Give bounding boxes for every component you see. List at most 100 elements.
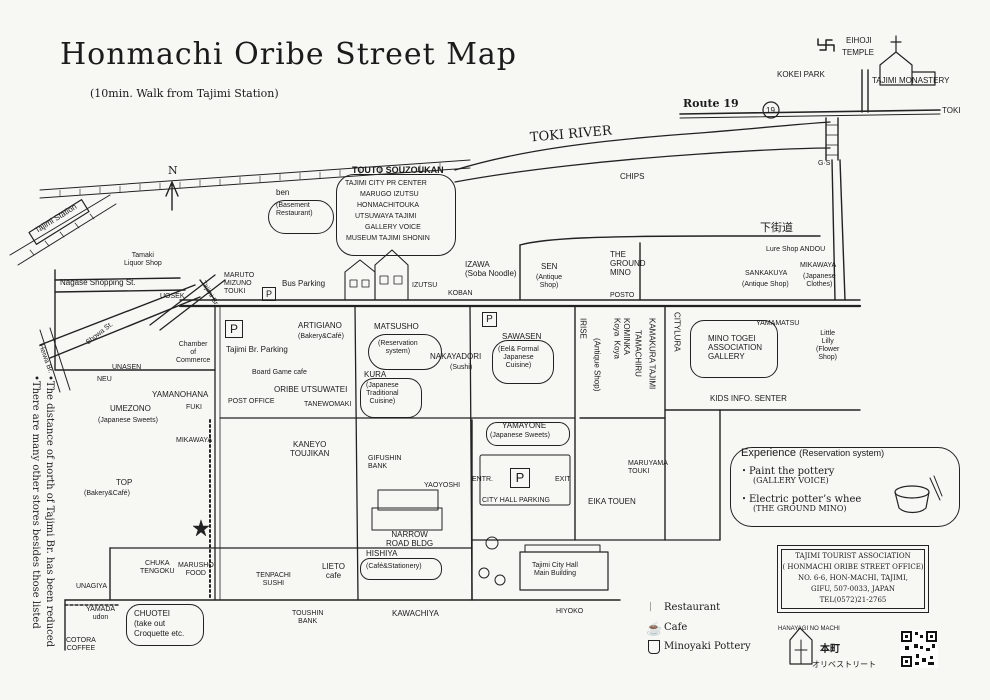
legend-pottery: Minoyaki Pottery	[664, 641, 751, 652]
map-title: Honmachi Oribe Street Map	[60, 37, 518, 72]
ben-bubble	[268, 200, 334, 234]
monastery-label: TAJIMI MONASTERY	[872, 76, 950, 85]
nagase-street	[54, 277, 181, 281]
qr-code-icon[interactable]	[900, 630, 938, 668]
route-19-road	[679, 109, 941, 115]
map-subtitle: (10min. Walk from Tajimi Station)	[90, 87, 279, 100]
note-line-1: •The distance of north of Tajimi Br. has…	[44, 375, 55, 648]
gifushin-label: GIFUSHIN BANK	[368, 455, 402, 471]
parking-icon: P	[510, 468, 530, 488]
kura-sub: (Japanese Traditional Cuisine)	[366, 382, 399, 406]
umezono-label: UMEZONO	[110, 404, 151, 413]
yamayone-sub: (Japanese Sweets)	[490, 432, 550, 439]
city-hall-parking-label: CITY HALL PARKING	[482, 497, 550, 504]
koban-label: KOBAN	[448, 290, 473, 297]
yamayone-label: YAMAYONE	[502, 421, 547, 430]
east-bridge	[825, 117, 839, 161]
touto-title: TOUTO SOUZOUKAN	[352, 165, 444, 175]
matsusho-sub: (Reservation system)	[378, 340, 418, 356]
uosek-label: UOSEK	[160, 293, 185, 300]
tourist-line-3: GIFU, 507-0033, JAPAN	[810, 585, 896, 593]
top-sub: (Bakery&Café)	[84, 490, 130, 497]
sankakuya-sub-label: (Antique Shop)	[742, 281, 789, 288]
nakayadori-label: NAKAYADORI	[430, 352, 482, 361]
yaoyoshi-label: YAOYOSHI	[424, 482, 461, 489]
experience-item-2-sub: (THE GROUND MINO)	[753, 504, 847, 513]
mikawaya-label: MIKAWAYA	[176, 437, 213, 444]
tamaki-label: Tamaki Liquor Shop	[124, 252, 162, 268]
irise-sub: (Antique Shop)	[592, 338, 602, 392]
tenpachi-label: TENPACHI SUSHI	[256, 572, 291, 588]
legend-cafe: Cafe	[664, 622, 688, 633]
logo-sub: オリベストリート	[812, 660, 877, 669]
touto-item-4: GALLERY VOICE	[365, 224, 421, 231]
kura-bubble	[360, 378, 422, 418]
mikawaya-right-sub: (Japanese Clothes)	[803, 273, 836, 289]
experience-panel: Experience (Reservation system) ・Paint t…	[730, 447, 960, 527]
nagase-street-label: Nagase Shopping St.	[60, 278, 136, 287]
north-label: N	[168, 164, 178, 177]
artigiano-sub-label: (Bakery&Café)	[298, 333, 344, 340]
temple-icon	[817, 38, 835, 52]
yamada-label: YAMADA udon	[86, 606, 116, 622]
experience-title-text: Experience	[741, 447, 797, 459]
touto-box	[336, 174, 456, 256]
hishiya-label: HISHIYA	[366, 549, 398, 558]
izutsu-label: IZUTSU	[412, 282, 438, 289]
kaneyo-label: KANEYO TOUJIKAN	[290, 440, 330, 459]
ben-label: ben	[276, 188, 290, 197]
legend-restaurant: Restaurant	[664, 602, 721, 613]
mino-togei-box	[690, 320, 778, 378]
hishiya-sub: (Café&Stationery)	[366, 563, 422, 570]
sawasen-bubble	[492, 340, 554, 384]
touto-item-2: HONMACHITOUKA	[357, 202, 420, 209]
logo-name: 本町	[820, 644, 840, 655]
yamanohana-label: YAMANOHANA	[152, 390, 209, 399]
chuotei-label: CHUOTEI (take out Croquette etc.	[134, 609, 185, 638]
temple-label: TEMPLE	[842, 48, 875, 57]
showa-st	[39, 284, 196, 346]
parking-icon: P	[262, 287, 276, 301]
lure-shop-label: Lure Shop ANDOU	[766, 246, 826, 253]
toki-river-bank-top	[454, 121, 831, 171]
little-lilly-label: Little Lilly (Flower Shop)	[816, 330, 840, 362]
citylura-label: CITYLURA	[672, 312, 682, 352]
touto-item-0: TAJIMI CITY PR CENTER	[345, 180, 427, 187]
gas-station-label: G·S	[818, 160, 831, 167]
touto-item-5: MUSEUM TAJIMI SHONIN	[346, 235, 430, 242]
north-arrow-icon	[165, 181, 179, 211]
fuki-label: FUKI	[186, 404, 202, 411]
touto-item-1: MARUGO IZUTSU	[360, 191, 419, 198]
toushin-label: TOUSHIN BANK	[292, 610, 324, 626]
cafe-icon: ☕	[646, 621, 663, 636]
shimokaido-label: 下街道	[760, 222, 793, 234]
tajimi-bridge	[149, 274, 216, 326]
tourist-line-2: NO. 6-6, HON-MACHI, TAJIMI,	[798, 574, 908, 582]
tourist-line-4: TEL(0572)21-2765	[819, 596, 887, 604]
parking-icon: P	[482, 312, 497, 327]
tourist-line-0: TAJIMI TOURIST ASSOCIATION	[795, 552, 911, 560]
experience-item-1: ・Paint the pottery	[739, 466, 835, 477]
kids-info-label: KIDS INFO. SENTER	[710, 394, 787, 403]
east-road	[831, 159, 846, 301]
church-icon	[879, 35, 936, 86]
kokei-park-label: KOKEI PARK	[777, 70, 825, 79]
hiyoko-label: HIYOKO	[556, 608, 584, 615]
sawasen-sub: (Eel& Formal Japanese Cuisine)	[498, 346, 539, 370]
eihoji-label: EIHOJI	[846, 36, 872, 45]
experience-item-2: ・Electric potter’s whee	[739, 494, 862, 505]
oribe-utsuwatei-label: ORIBE UTSUWATEI	[274, 385, 348, 394]
lieto-label: LIETO cafe	[322, 562, 345, 581]
touto-item-3: UTSUWAYA TAJIMI	[355, 213, 417, 220]
top-label: TOP	[116, 478, 133, 487]
izawa-label: IZAWA (Soba Noodle)	[465, 260, 517, 279]
toki-label: TOKI	[942, 106, 961, 115]
tamachiru-label: TAMACHIRU	[633, 330, 643, 377]
city-hall-label: Tajimi City Hall Main Building	[532, 562, 578, 578]
mikawaya-right-label: MIKAWAYA	[800, 262, 837, 269]
maruto-label: MARUTO MIZUNO TOUKI	[224, 272, 255, 296]
kawachiya-label: KAWACHIYA	[392, 609, 439, 618]
parking-icon: P	[225, 320, 243, 338]
